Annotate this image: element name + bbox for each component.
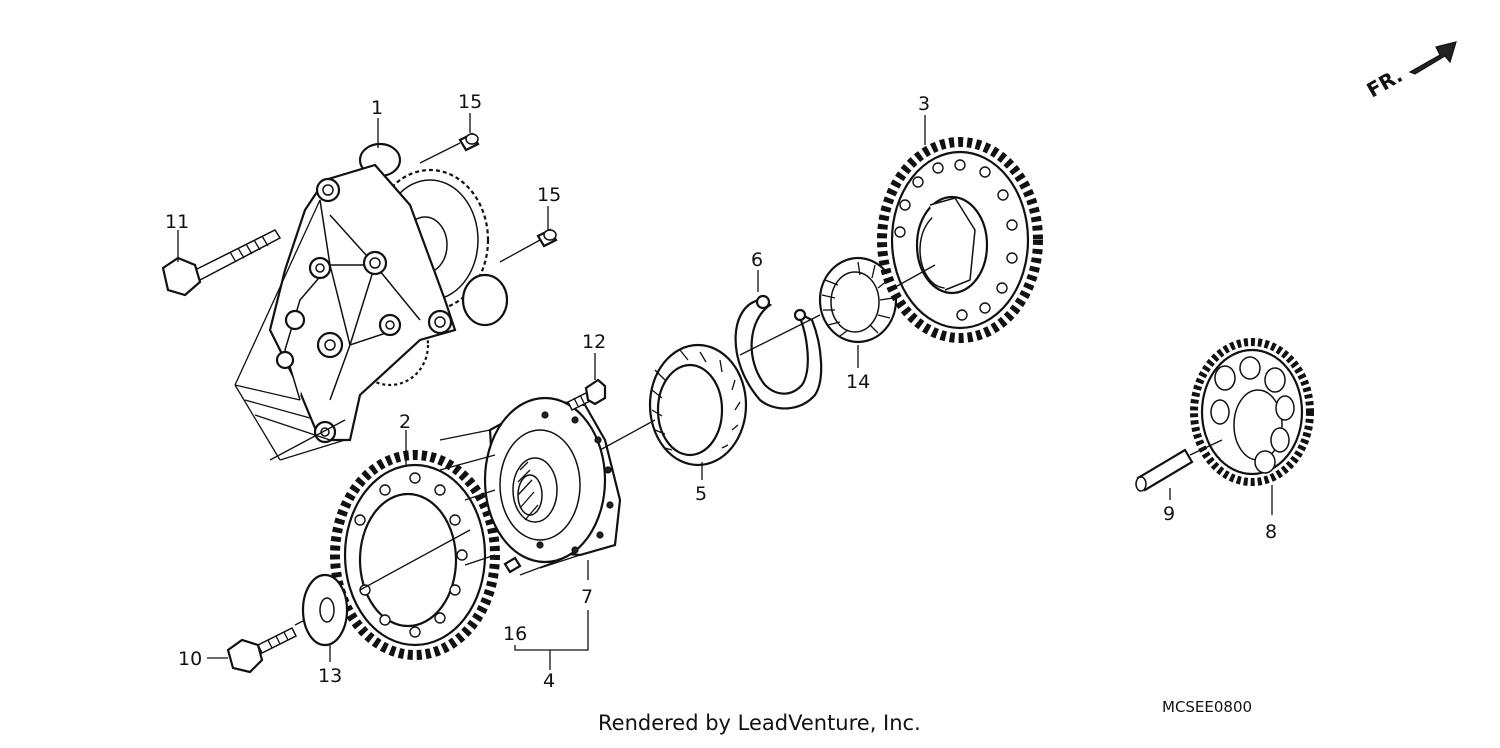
callout-1: 1: [371, 97, 383, 119]
short-flange-bolt: [226, 626, 298, 674]
callout-14: 14: [846, 371, 870, 393]
assembly-axis-lines: [294, 142, 1223, 626]
callout-16: 16: [503, 623, 527, 645]
render-credit: Rendered by LeadVenture, Inc.: [598, 711, 921, 735]
driven-gear-large: [330, 450, 500, 660]
pin-small: [503, 556, 522, 574]
arrow-right-icon: [1408, 41, 1457, 75]
callout-15-lower: 15: [537, 184, 561, 206]
one-way-clutch-outer: [483, 396, 622, 564]
idle-gear-shaft: [1135, 448, 1194, 492]
washer: [301, 573, 349, 647]
long-flange-bolt: [161, 229, 282, 297]
callout-labels: 1 2 3 4 5 6 7 8 9 10 11 12 13 14 15 15 1…: [165, 91, 1277, 692]
callout-12: 12: [582, 331, 606, 353]
dowel-pin-upper: [458, 132, 480, 152]
one-way-clutch-sprag: [648, 343, 748, 467]
callout-4: 4: [543, 670, 555, 692]
callout-7: 7: [581, 586, 593, 608]
callout-2: 2: [399, 411, 411, 433]
callout-5: 5: [695, 483, 707, 505]
callout-9: 9: [1163, 503, 1175, 525]
callout-15-upper: 15: [458, 91, 482, 113]
snap-ring: [734, 294, 823, 410]
leader-lines: [177, 113, 1273, 670]
callout-13: 13: [318, 665, 342, 687]
clutch-bolt: [566, 378, 607, 412]
starter-driven-gear: [877, 137, 1043, 343]
pump-housing-assembly: [234, 142, 509, 461]
direction-label: FR.: [1363, 63, 1407, 102]
front-direction-indicator: FR.: [1363, 41, 1457, 102]
idle-gear: [1190, 338, 1314, 486]
callout-10: 10: [178, 648, 202, 670]
callout-6: 6: [751, 249, 763, 271]
dowel-pin-lower: [536, 228, 558, 248]
callout-8: 8: [1265, 521, 1277, 543]
callout-11: 11: [165, 211, 189, 233]
diagram-code: MCSEE0800: [1162, 698, 1252, 716]
callout-3: 3: [918, 93, 930, 115]
needle-bearing: [818, 256, 898, 344]
